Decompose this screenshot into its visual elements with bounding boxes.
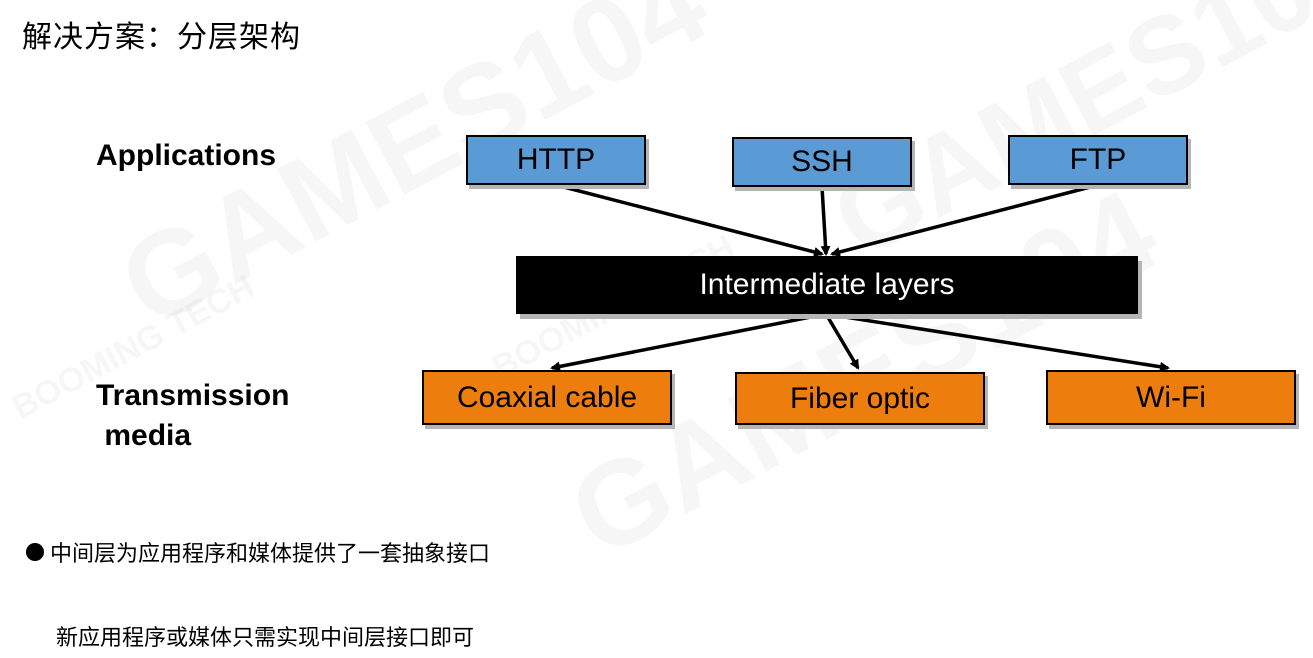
arrow-http-to-intermediate — [555, 183, 824, 257]
sub-note: 新应用程序或媒体只需实现中间层接口即可 — [56, 626, 475, 651]
app-box-http: HTTP — [466, 135, 646, 185]
arrow-intermediate-to-wifi — [825, 312, 1170, 372]
slide-title: 解决方案：分层架构 — [22, 20, 301, 55]
bullet-text: 中间层为应用程序和媒体提供了一套抽象接口 — [50, 542, 491, 567]
app-box-ssh: SSH — [732, 137, 912, 187]
media-box-coaxial: Coaxial cable — [422, 370, 672, 425]
arrow-intermediate-to-fiber — [824, 313, 860, 370]
media-box-fiber: Fiber optic — [735, 372, 985, 425]
arrow-ftp-to-intermediate — [830, 183, 1099, 257]
arrow-ssh-to-intermediate — [820, 186, 831, 256]
intermediate-layers-box: Intermediate layers — [516, 256, 1138, 314]
transmission-media-label: Transmission media — [96, 376, 289, 456]
media-box-wifi: Wi-Fi — [1046, 370, 1296, 425]
applications-label: Applications — [96, 139, 277, 172]
transmission-label-line1: Transmission — [96, 379, 290, 412]
app-box-ftp: FTP — [1008, 135, 1188, 185]
transmission-label-line2: media — [96, 419, 192, 452]
arrow-intermediate-to-coaxial — [550, 312, 827, 372]
bullet-dot-icon — [26, 543, 44, 561]
bullet-item: 中间层为应用程序和媒体提供了一套抽象接口 — [26, 536, 490, 568]
